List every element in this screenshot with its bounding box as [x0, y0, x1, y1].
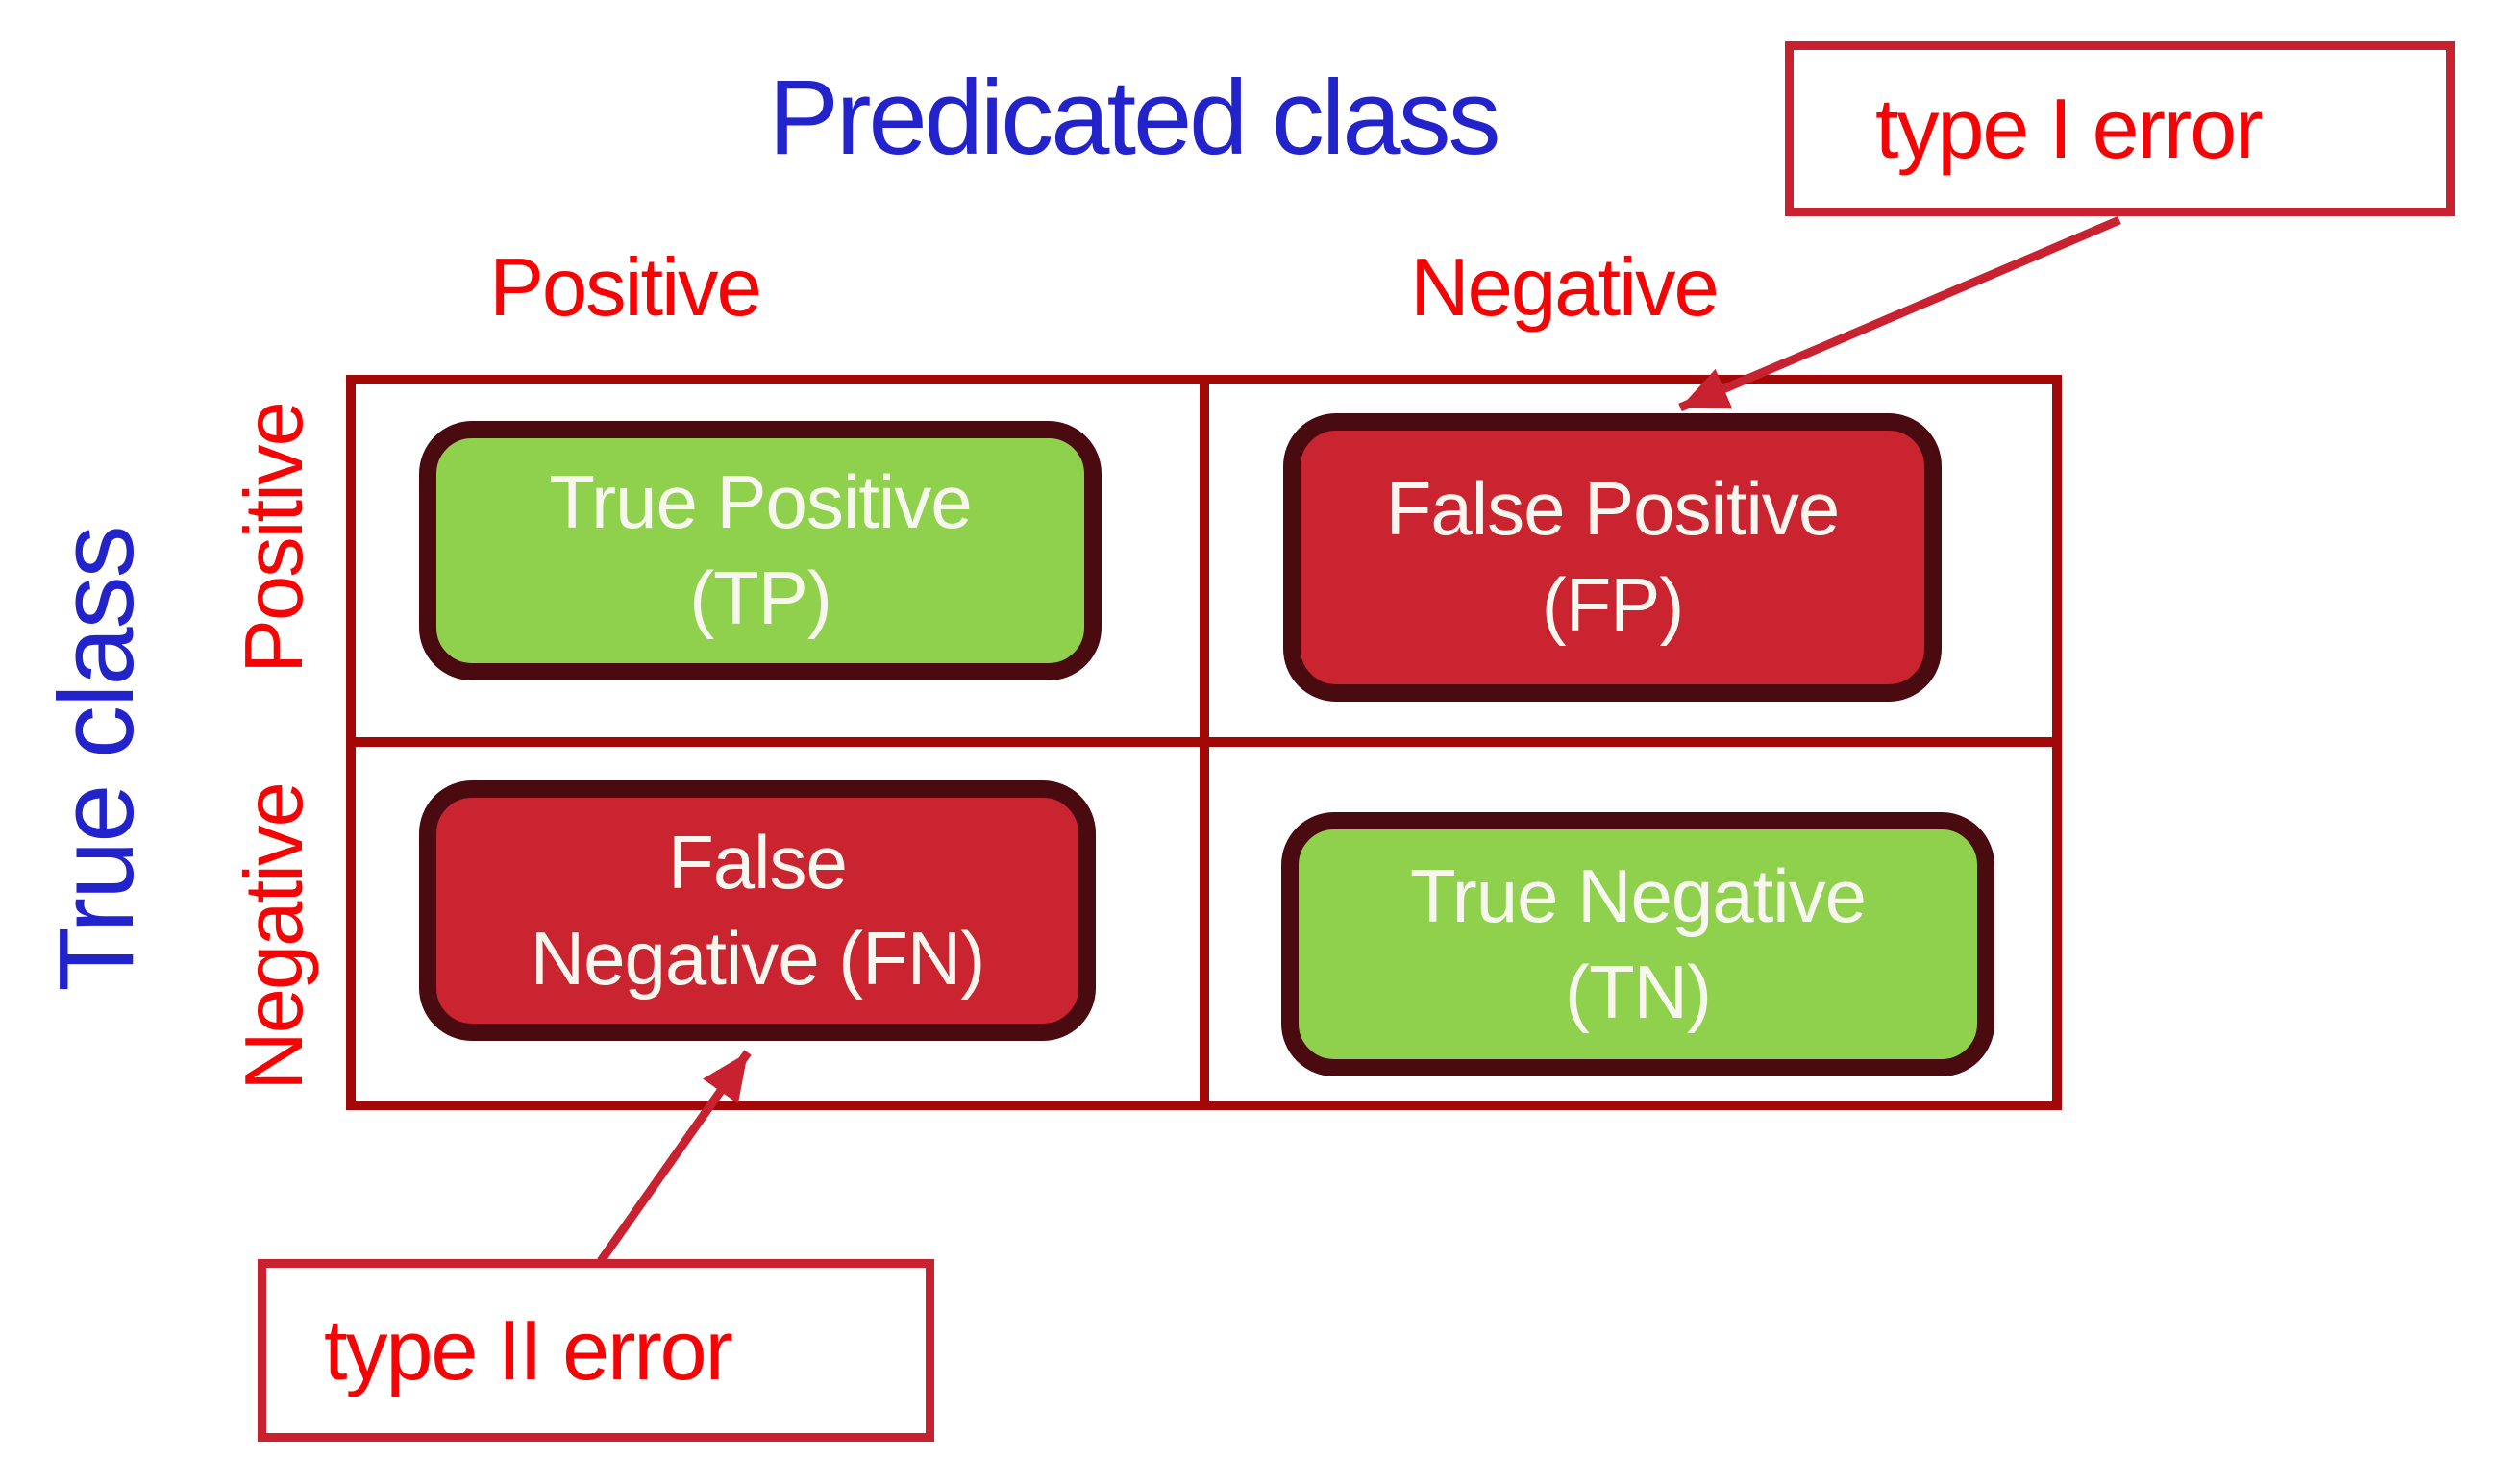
true-class-title: True class — [37, 527, 156, 992]
cell-label-line: (TN) — [1565, 949, 1712, 1034]
cell-false-positive: False Positive (FP) — [1283, 413, 1942, 702]
type-2-error-label: type II error — [324, 1302, 733, 1397]
cell-label-line: (TP) — [689, 556, 832, 640]
matrix-grid — [346, 375, 2062, 1110]
cell-label-line: Negative (FN) — [530, 915, 985, 1001]
grid-horizontal-divider — [356, 737, 2052, 747]
predicted-class-title: Predicated class — [768, 58, 1500, 177]
cell-false-negative: False Negative (FN) — [419, 780, 1096, 1041]
type-1-error-callout: type I error — [1785, 41, 2455, 216]
type-2-error-callout: type II error — [258, 1259, 934, 1442]
cell-true-negative: True Negative (TN) — [1281, 812, 1994, 1076]
predicted-negative-label: Negative — [1410, 242, 1719, 334]
cell-label-line: True Positive — [549, 459, 972, 545]
cell-label-line: True Negative — [1409, 853, 1867, 938]
cell-label-line: False Positive — [1385, 466, 1841, 552]
true-negative-row-label: Negative — [229, 783, 320, 1091]
cell-true-positive: True Positive (TP) — [419, 421, 1102, 680]
cell-label-line: (FP) — [1541, 562, 1685, 647]
true-positive-row-label: Positive — [229, 403, 320, 674]
predicted-positive-label: Positive — [489, 242, 762, 334]
cell-label-line: False — [668, 819, 848, 904]
type-1-error-label: type I error — [1875, 81, 2263, 176]
